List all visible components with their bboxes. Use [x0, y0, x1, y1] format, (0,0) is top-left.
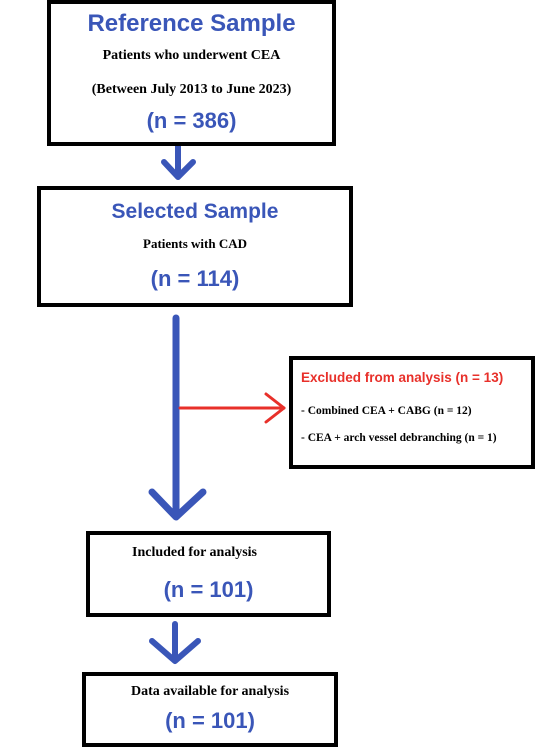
selected-sample-title: Selected Sample: [111, 200, 279, 223]
excluded-item-cabg: - Combined CEA + CABG (n = 12): [301, 405, 472, 417]
included-title: Included for analysis: [132, 545, 257, 560]
reference-sample-period: (Between July 2013 to June 2023): [91, 82, 292, 97]
included-box: Included for analysis (n = 101): [86, 531, 331, 617]
selected-sample-description: Patients with CAD: [143, 236, 247, 251]
available-title: Data available for analysis: [130, 684, 290, 699]
selected-sample-box: Selected Sample Patients with CAD (n = 1…: [37, 186, 353, 307]
arrow-to-excluded: [178, 392, 286, 424]
excluded-item-debranching: - CEA + arch vessel debranching (n = 1): [301, 432, 497, 444]
available-box: Data available for analysis (n = 101): [82, 672, 338, 747]
reference-sample-title: Reference Sample: [87, 10, 296, 37]
reference-sample-box: Reference Sample Patients who underwent …: [47, 0, 336, 146]
excluded-title: Excluded from analysis (n = 13): [301, 370, 504, 385]
excluded-box: Excluded from analysis (n = 13) - Combin…: [289, 356, 535, 469]
selected-sample-count: (n = 114): [150, 266, 240, 291]
reference-sample-description: Patients who underwent CEA: [102, 48, 281, 63]
reference-sample-count: (n = 386): [146, 108, 237, 133]
available-count: (n = 101): [165, 708, 255, 733]
included-count: (n = 101): [163, 577, 254, 602]
arrow-selected-to-included: [148, 314, 207, 521]
arrow-reference-to-selected: [161, 143, 196, 180]
arrow-included-to-available: [149, 621, 201, 664]
